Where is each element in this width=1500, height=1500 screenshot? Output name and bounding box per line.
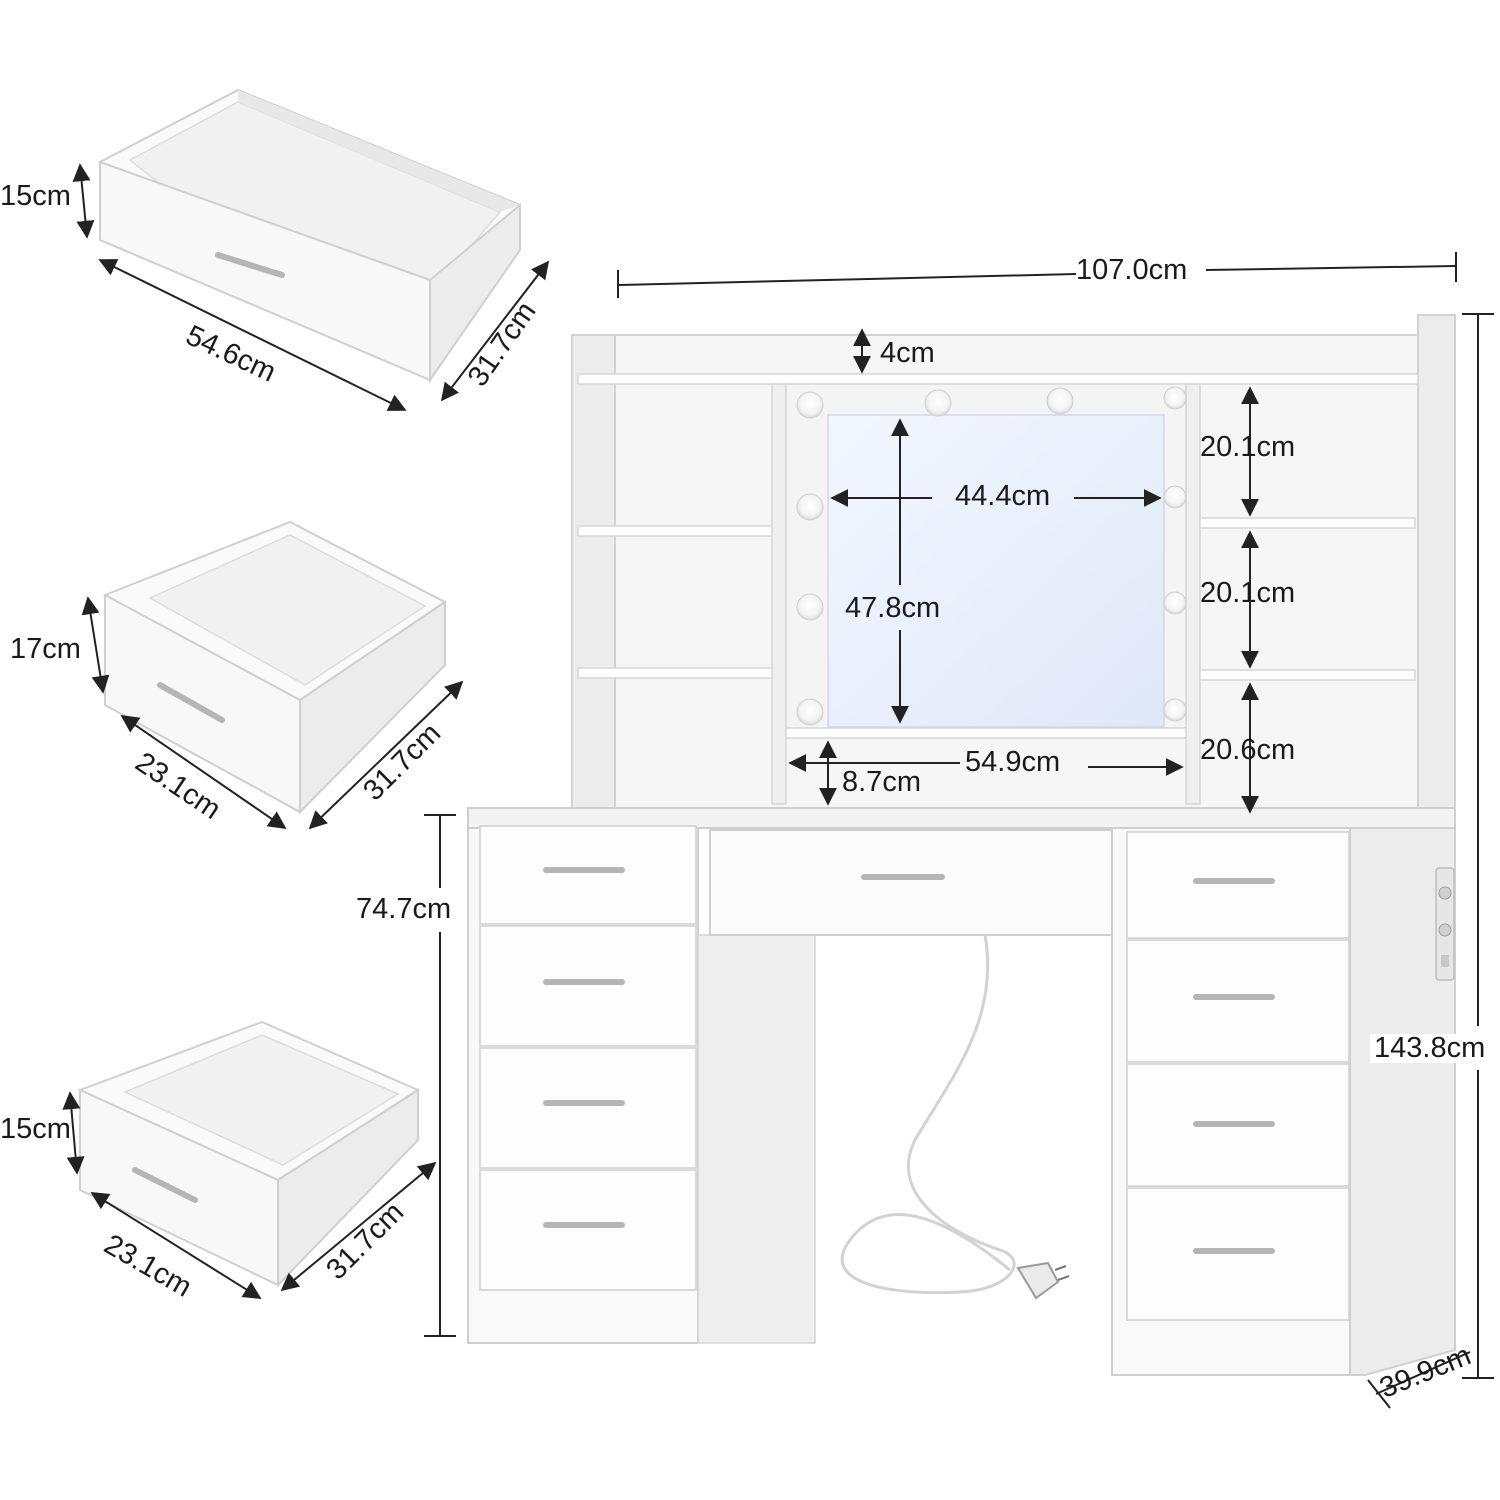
bulb-icon	[796, 493, 824, 521]
power-cable	[840, 934, 1016, 1295]
mirror-bulbs	[796, 386, 1187, 726]
shelf-height-2-label: 20.1cm	[1200, 577, 1296, 609]
bulb-icon	[796, 593, 824, 621]
desk	[467, 807, 1456, 1376]
bulb-icon	[924, 389, 952, 417]
drawer-small-height-label: 15cm	[0, 1113, 71, 1145]
drawer-wide-height-label: 15cm	[0, 180, 71, 212]
bulb-icon	[1163, 386, 1187, 410]
hutch-gap-label: 8.7cm	[842, 766, 921, 798]
hutch-inner-width-label: 54.9cm	[965, 746, 1061, 778]
drawer-medium	[102, 520, 447, 815]
drawer-medium-height-label: 17cm	[10, 633, 81, 665]
total-width-label: 107.0cm	[1076, 254, 1188, 286]
mirror	[827, 414, 1165, 728]
shelf-height-3-label: 20.6cm	[1200, 734, 1296, 766]
bulb-icon	[1163, 485, 1187, 509]
bulb-icon	[1163, 698, 1187, 722]
drawer-handle	[157, 682, 225, 723]
power-outlet-icon	[1435, 867, 1455, 981]
hutch	[571, 314, 1456, 811]
bulb-icon	[796, 391, 824, 419]
bulb-icon	[1046, 387, 1074, 415]
bulb-icon	[796, 698, 824, 726]
mirror-width-label: 44.4cm	[955, 480, 1051, 512]
top-clearance-label: 4cm	[880, 337, 935, 369]
bulb-icon	[1163, 591, 1187, 615]
total-height-label: 143.8cm	[1370, 1034, 1490, 1063]
plug-icon	[1016, 1261, 1070, 1300]
drawer-wide	[98, 88, 522, 384]
mirror-height-label: 47.8cm	[845, 592, 941, 624]
desk-height-label: 74.7cm	[352, 895, 456, 924]
dimension-lines	[62, 163, 1494, 1409]
shelf-height-1-label: 20.1cm	[1200, 431, 1296, 463]
